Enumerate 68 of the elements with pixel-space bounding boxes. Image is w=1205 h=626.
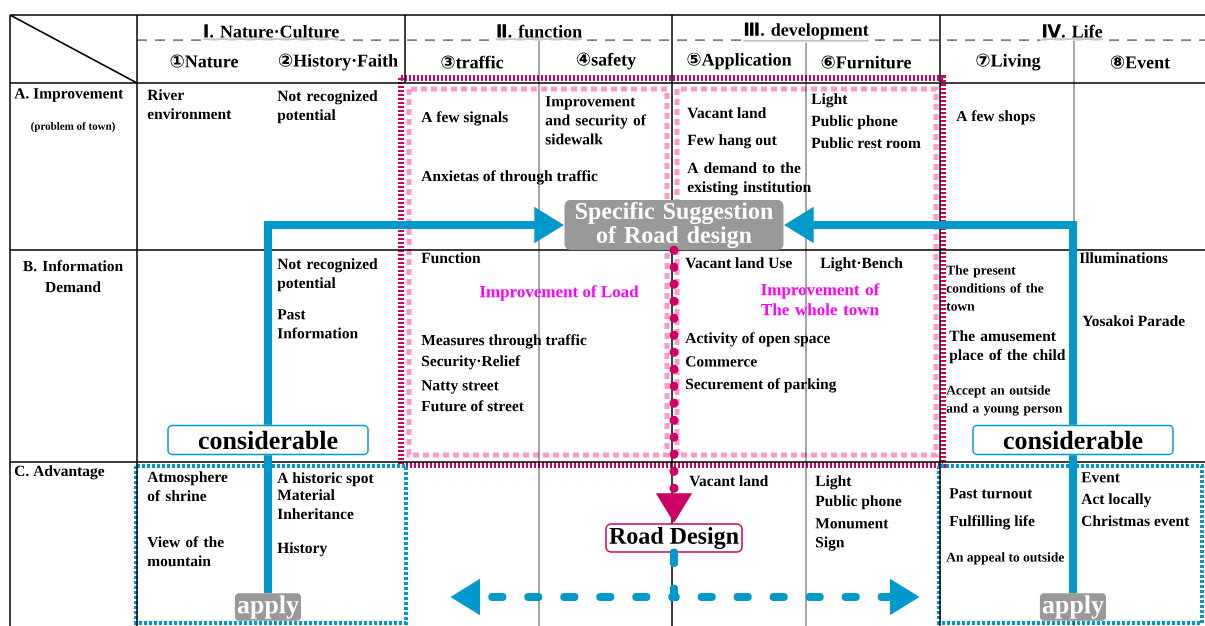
cell-text: Improvement and security of sidewalk	[545, 96, 647, 145]
cell-text: Fulfilling life	[949, 515, 1035, 530]
cell-text: Public phone	[811, 115, 898, 130]
column-subheading: ⑦Living	[976, 53, 1041, 71]
cell-text: Act locally	[1081, 493, 1152, 508]
cell-text: River environment	[147, 89, 232, 120]
cell-text: Atmosphere of shrine	[147, 471, 228, 502]
cell-text: Light·Bench	[820, 257, 903, 272]
cell-text: Christmas event	[1081, 515, 1190, 527]
design-box: Road Design	[605, 523, 743, 553]
cell-text: Public phone	[815, 495, 902, 510]
cell-text: Event	[1081, 472, 1120, 483]
cell-text: Commerce	[685, 356, 757, 367]
cell-text: Vacant land	[687, 107, 767, 119]
cell-text: Yosakoi Parade	[1082, 315, 1185, 327]
column-heading: Ⅳ. Life	[1040, 23, 1104, 41]
column-subheading: ①Nature	[170, 54, 238, 68]
cell-text: View of the mountain	[147, 536, 224, 567]
suggestion-box: Specific Suggestion of Road design	[564, 199, 784, 251]
cell-text: Securement of parking	[686, 378, 837, 393]
cell-text: Past Information	[277, 309, 358, 339]
tag-box: apply	[234, 593, 302, 621]
column-subheading: ⑧Event	[1110, 55, 1171, 69]
cell-text: Vacant land	[689, 475, 769, 487]
cell-text: Monument Sign	[815, 518, 889, 551]
cell-text: Activity of open space	[685, 332, 830, 347]
cell-text: Light	[811, 93, 848, 108]
cell-text: Public rest room	[811, 137, 921, 149]
column-subheading: ②History·Faith	[278, 53, 398, 71]
label-box: considerable	[167, 424, 369, 456]
cell-text: Measures through traffic	[421, 334, 587, 349]
cell-text: A historic spot	[277, 472, 374, 487]
cell-text: Security·Relief	[422, 355, 521, 370]
row-heading: B. Information Demand	[23, 260, 123, 293]
tag-box: apply	[1039, 593, 1107, 621]
cell-text: Function	[421, 252, 481, 264]
cell-text: Not recognized potential	[277, 90, 378, 124]
column-subheading: ③traffic	[441, 55, 504, 69]
cell-text: Past turnout	[949, 488, 1033, 499]
cell-text: A. Improvement	[14, 88, 124, 102]
cell-text: History	[277, 542, 327, 557]
cell-text: An appeal to outside	[946, 552, 1064, 565]
cell-text: Light	[815, 475, 852, 490]
cell-text: Few hang out	[687, 134, 777, 149]
cell-text: A demand to the existing institution	[687, 162, 811, 196]
highlight-text: Improvement of The whole town	[761, 283, 880, 316]
cell-text: Illuminations	[1079, 252, 1168, 264]
label-box: considerable	[972, 424, 1174, 456]
cell-text: Vacant land Use	[685, 257, 792, 269]
cell-text: The present conditions of the town	[946, 265, 1044, 311]
cell-text: Natty street	[421, 380, 499, 394]
row-note: (problem of town)	[31, 121, 115, 133]
cell-text: A few shops	[956, 110, 1036, 125]
cell-text: Accept an outside and a young person	[946, 385, 1063, 416]
column-subheading: ④safety	[576, 52, 636, 70]
column-subheading: ⑤Application	[687, 52, 792, 70]
cell-text: The amusement place of the child	[949, 330, 1066, 364]
cell-text: A few signals	[421, 111, 508, 126]
cell-text: Not recognized potential	[277, 258, 378, 292]
column-heading: Ⅲ. development	[742, 21, 870, 43]
column-subheading: ⑥Furniture	[821, 55, 911, 69]
cell-text: Anxietas of through traffic	[421, 170, 598, 185]
highlight-text: Improvement of Load	[479, 285, 639, 301]
cell-text: Material Inheritance	[277, 489, 354, 520]
column-heading: Ⅰ. Nature·Culture	[201, 23, 341, 41]
cell-text: Future of street	[421, 400, 524, 412]
column-heading: Ⅱ. function	[494, 23, 584, 41]
cell-text: C. Advantage	[14, 465, 105, 480]
